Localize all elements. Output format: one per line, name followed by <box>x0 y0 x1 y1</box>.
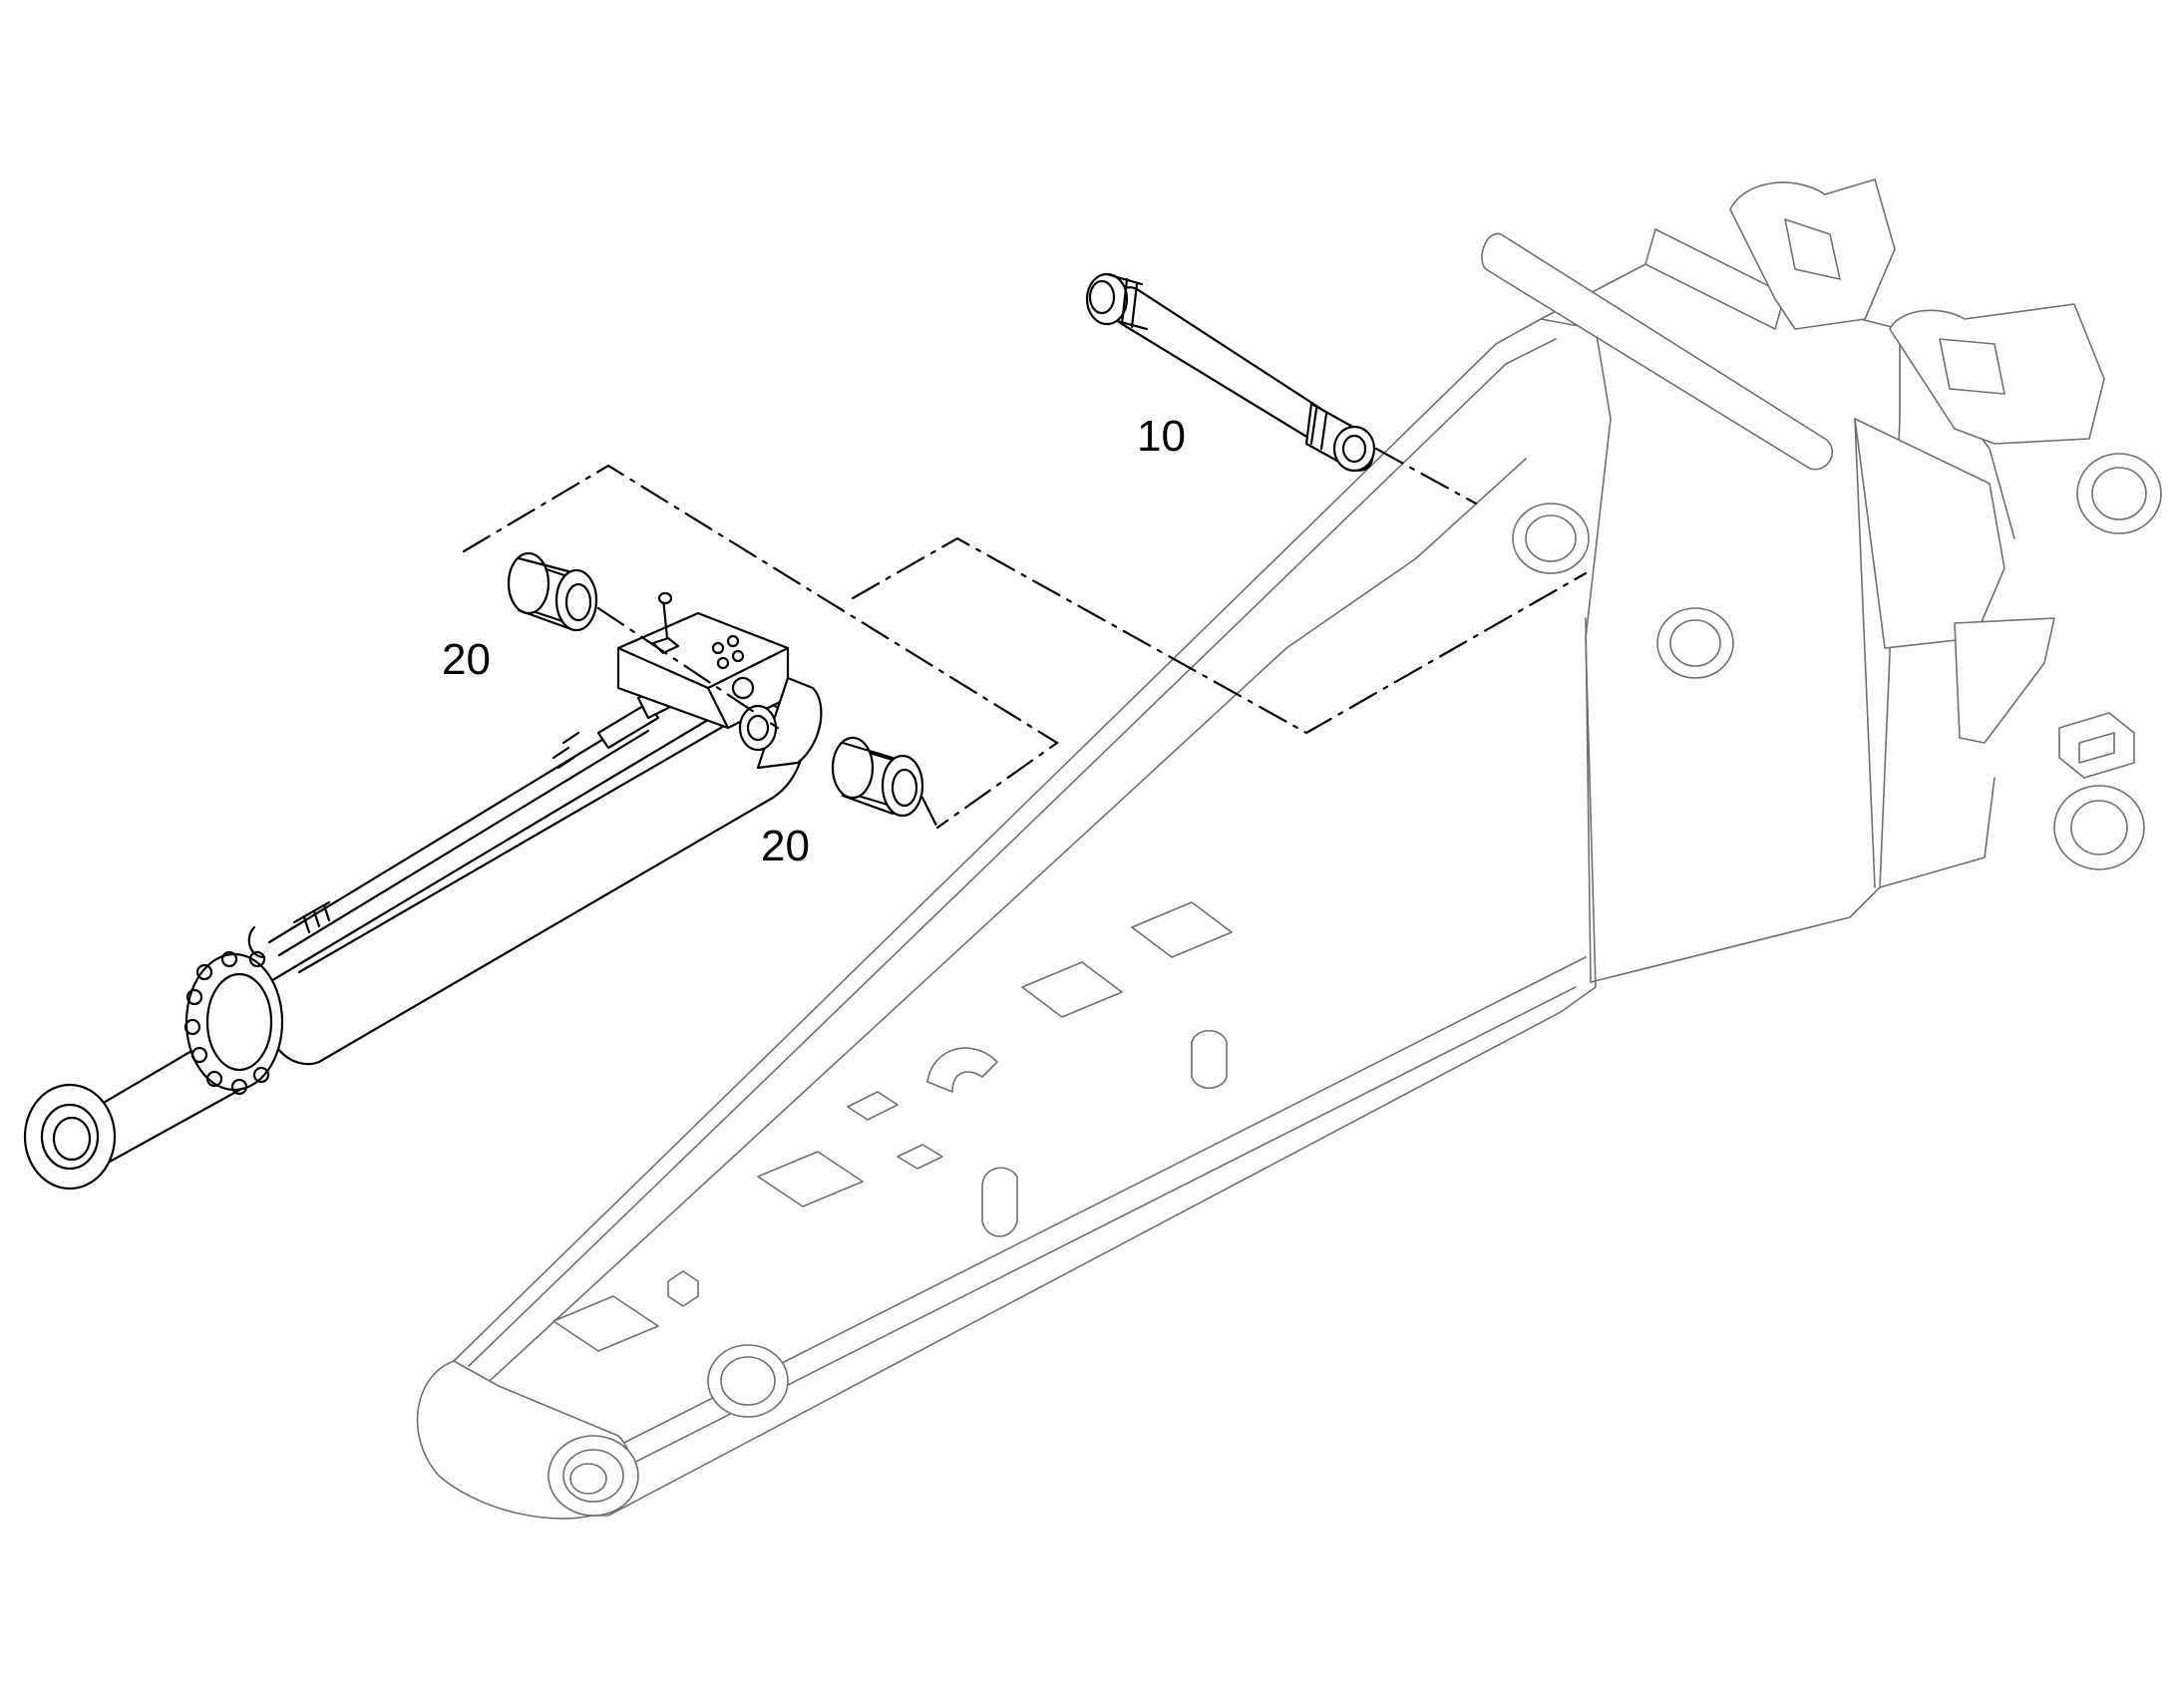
assembly-centerlines <box>462 447 1588 830</box>
bushing-lower <box>831 736 924 818</box>
boom-arm <box>416 178 2162 1520</box>
pin <box>1085 272 1376 473</box>
bushing-upper <box>507 551 598 632</box>
part-label-20-lower: 20 <box>761 822 810 870</box>
hydraulic-cylinder <box>23 591 823 1191</box>
part-label-20-upper: 20 <box>442 635 491 684</box>
part-label-10: 10 <box>1137 412 1186 461</box>
